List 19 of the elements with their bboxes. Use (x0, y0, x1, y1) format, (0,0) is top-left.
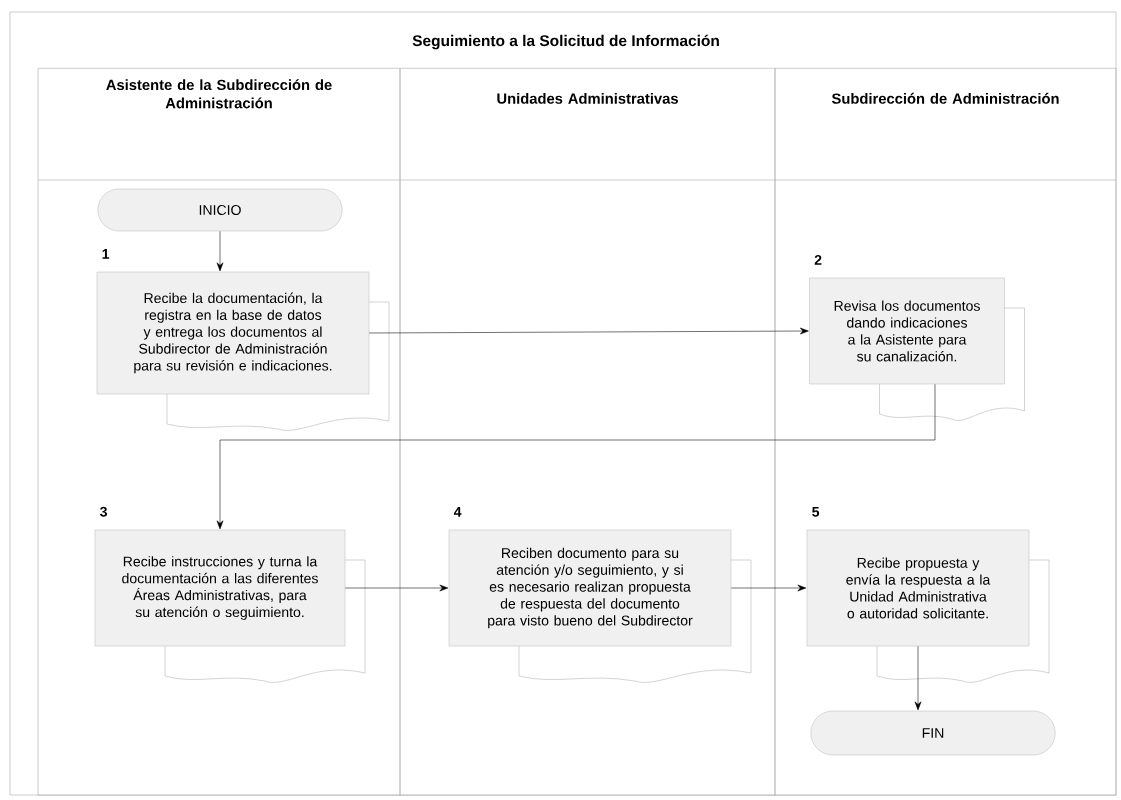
step-number: 2 (814, 254, 822, 265)
arrow (216, 384, 936, 530)
process-box: Reciben documento para su atención y/o seguimiento, y si es necesario realizan propuesta de respuesta del documento para visto bueno del Subdirector (448, 529, 752, 683)
arrow (369, 327, 809, 335)
terminator: INICIO (97, 188, 343, 232)
step-number: 3 (100, 506, 107, 517)
arrow (914, 646, 922, 711)
process-box: Revisa los documentos dando indicaciones a la Asistente para su canalización. (809, 277, 1025, 421)
process-box: Recibe la documentación, la registra en la base de datos y entrega los documentos al Subdirector de Administración para su revisión e indicaciones. (96, 271, 390, 431)
arrow (216, 231, 224, 272)
step-number: 1 (102, 249, 110, 259)
arrow (345, 584, 449, 592)
step-number: 5 (812, 506, 820, 517)
step-number: 4 (453, 507, 462, 517)
title: Seguimiento a la Solicitud de Información (412, 34, 719, 50)
process-box: Recibe instrucciones y turna la documentación a las diferentes Áreas Administrativas, para su atención o seguimiento. (94, 529, 366, 683)
arrow (731, 584, 807, 592)
terminator: FIN (810, 710, 1056, 756)
process-box: Recibe propuesta y envía la respuesta a la Unidad Administrativa o autoridad solicitante. (806, 529, 1050, 683)
